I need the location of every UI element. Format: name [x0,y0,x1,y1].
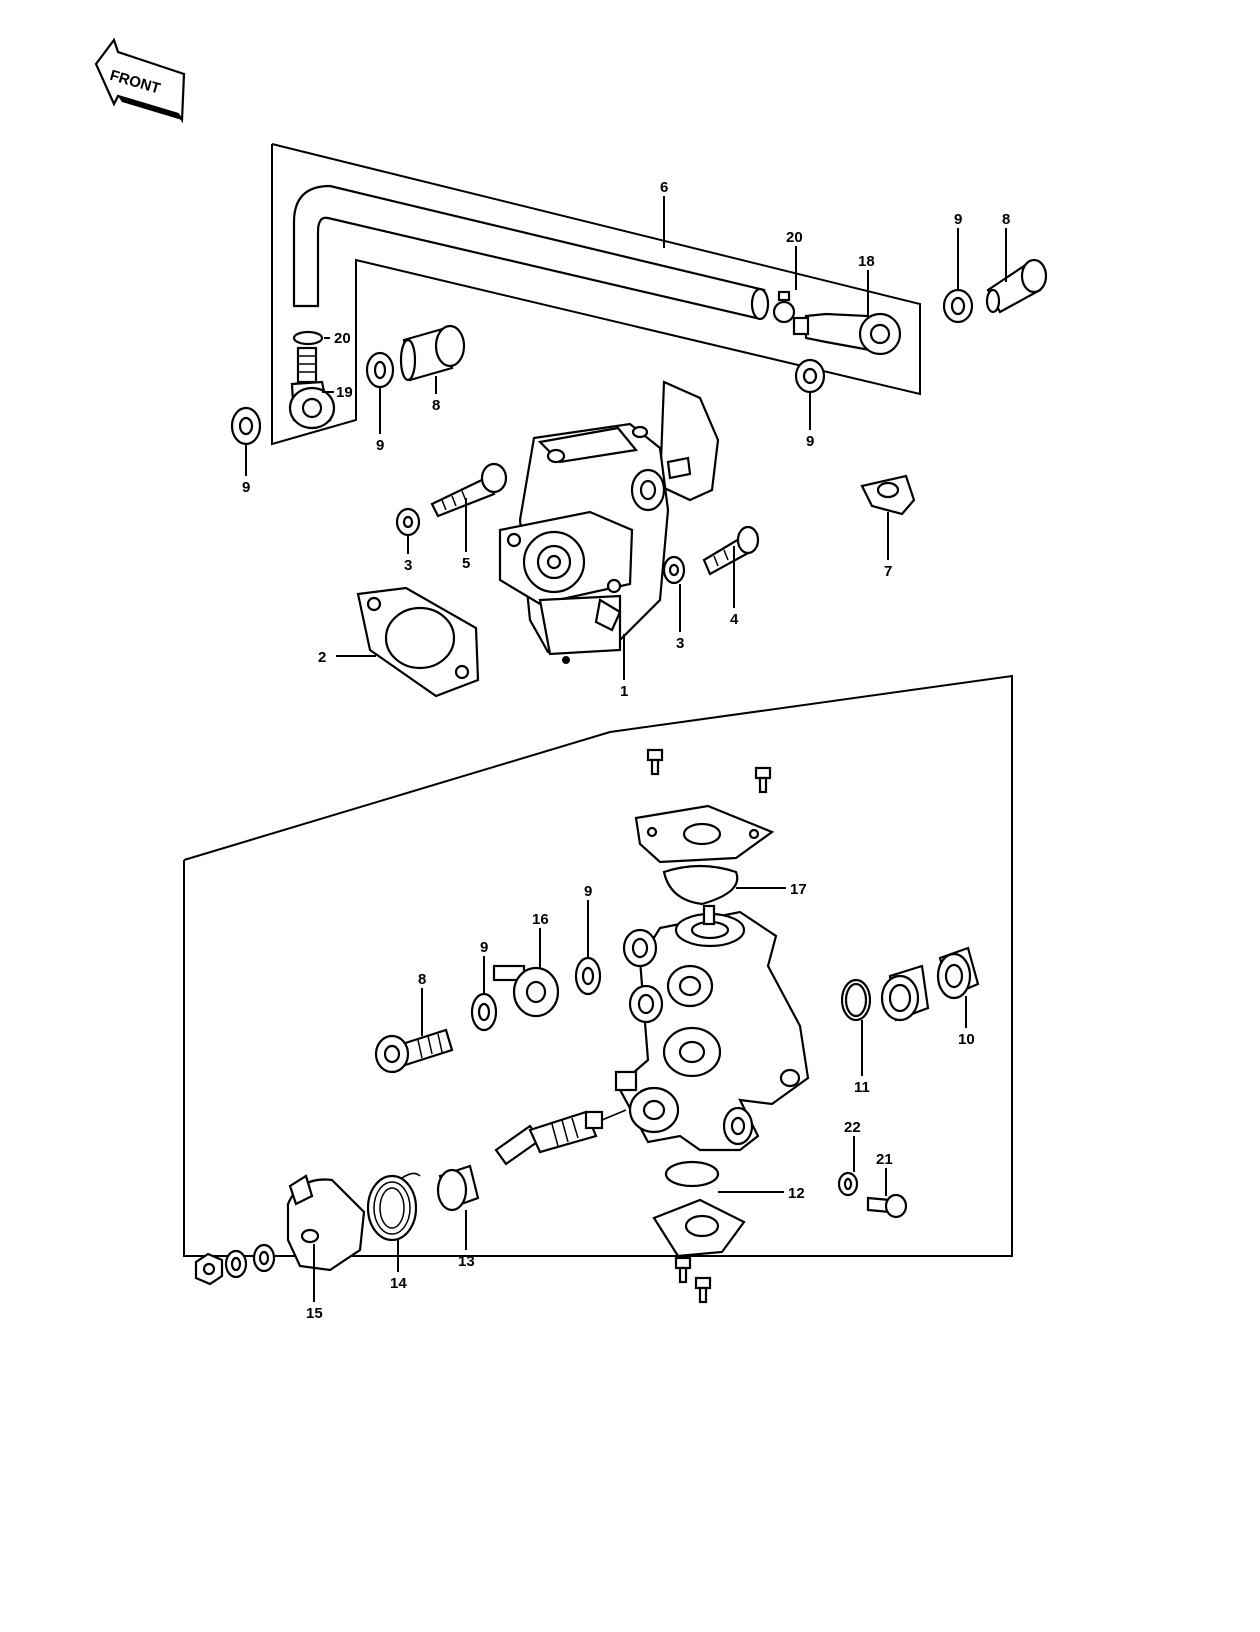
bottom-screws [674,1256,712,1304]
bottom-cover [652,1198,746,1258]
oring-11 [840,978,872,1022]
label-19: 19 [336,384,353,401]
washer-9-mid-right [794,358,826,394]
clip-20-left [292,330,324,346]
gasket-2 [356,586,480,698]
label-6: 6 [660,179,668,196]
lower-frame [183,674,1013,1257]
label-16: 16 [532,911,549,928]
washer-22 [837,1171,859,1197]
bolt-4 [702,525,760,576]
clip-20-right [772,290,796,324]
washer-9-left [365,351,395,389]
label-14: 14 [390,1275,407,1292]
label-9-mid-right: 9 [806,433,814,450]
label-3-left: 3 [404,557,412,574]
banjo-fitting-18 [792,312,902,356]
washer-3-left [395,507,421,537]
washer-3-right [662,555,686,585]
label-11: 11 [854,1079,870,1096]
label-17: 17 [790,881,807,898]
lower-leaders [313,887,967,1302]
washer-9-lower-left [470,992,498,1032]
label-3-right: 3 [676,635,684,652]
banjo-bolt-8-left [399,324,466,382]
cover-plate [634,804,775,864]
label-9-upper-right: 9 [954,211,962,228]
bolt-21 [866,1193,908,1219]
oring-12 [664,1160,720,1188]
label-13: 13 [458,1253,475,1270]
label-15: 15 [306,1305,323,1322]
label-20-left: 20 [334,330,351,347]
label-2: 2 [318,649,326,666]
washer-9-upper-right [942,288,974,324]
nut [194,1252,224,1286]
elbow-fitting-19 [288,346,336,430]
upper-labels: 6 20 18 9 8 20 19 8 9 9 9 3 5 4 3 7 2 1 [242,179,1010,700]
label-9-lower-right: 9 [584,883,592,900]
banjo-fitting-16 [492,964,560,1018]
washer-9-far-left [230,406,262,446]
gasket-17 [662,864,739,906]
label-5: 5 [462,555,470,572]
grommet-7 [860,474,916,516]
cover-screws-top [646,748,772,794]
label-4: 4 [730,611,739,628]
label-12: 12 [788,1185,805,1202]
label-10: 10 [958,1031,975,1048]
label-8-left: 8 [432,397,440,414]
lower-labels: 17 16 9 9 8 11 10 12 22 21 13 14 15 [306,881,975,1322]
upper-frame [271,143,921,446]
label-22: 22 [844,1119,861,1136]
label-1: 1 [620,683,628,700]
seal-10 [936,946,980,1000]
oil-hose [292,184,770,321]
label-9-left: 9 [376,437,384,454]
oil-pump-assembly [498,380,720,664]
label-21: 21 [876,1151,893,1168]
spring-14 [366,1172,421,1242]
collar-13 [436,1164,480,1212]
pump-shaft [494,1109,627,1166]
bolt-5 [430,462,508,518]
seal-cap [880,964,930,1022]
label-9-lower-left: 9 [480,939,488,956]
label-8-lower: 8 [418,971,426,988]
upper-leaders [245,196,1007,680]
label-9-far-left: 9 [242,479,250,496]
washer-9-lower-right [574,956,602,996]
pump-body-lower [614,904,810,1152]
label-18: 18 [858,253,875,270]
lever-15 [286,1174,366,1272]
label-20-right: 20 [786,229,803,246]
washer-lower-b [224,1249,248,1279]
label-7: 7 [884,563,892,580]
washer-lower-a [252,1243,276,1273]
banjo-bolt-8-lower [374,1028,454,1074]
label-8-upper-right: 8 [1002,211,1010,228]
front-arrow: FRONT [94,37,186,124]
banjo-bolt-8-upper-right [985,258,1048,314]
